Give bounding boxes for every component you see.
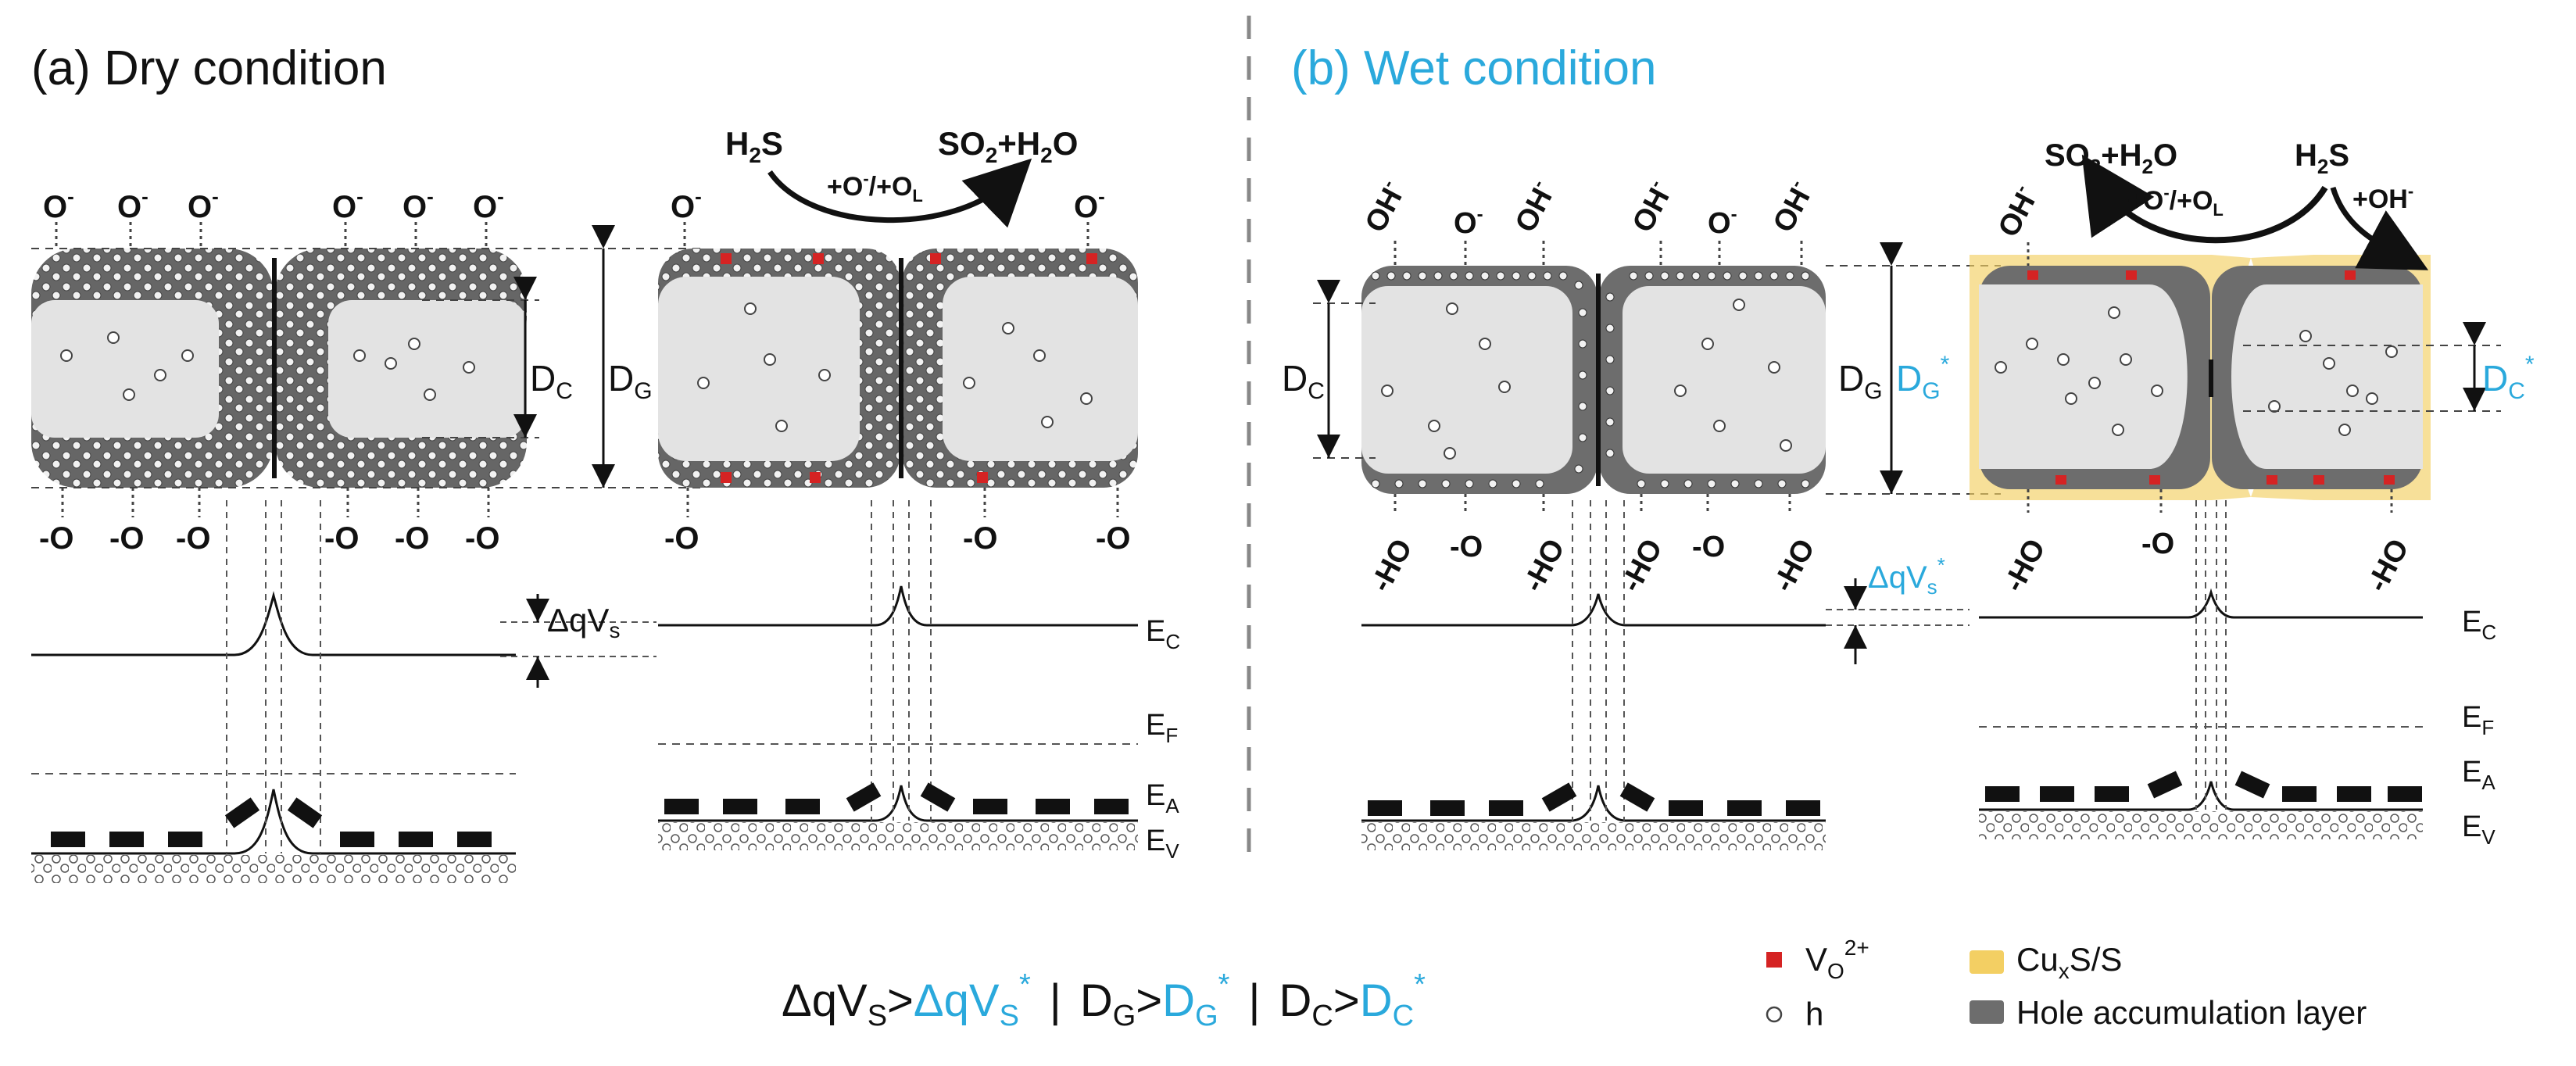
wet-grains-right [1970, 255, 2431, 500]
cuxs-legend-label: CuxS/S [2016, 941, 2122, 983]
dry-adsorbed-oxygen-bottom: -O -O -O -O -O -O [39, 521, 499, 556]
svg-text:-O: -O [1450, 531, 1483, 563]
dry-band-labels: EC EF EA EV [1146, 615, 1180, 863]
dg-label: DG [608, 358, 653, 404]
svg-text:OH-: OH- [1356, 176, 1411, 238]
svg-text:EV: EV [2462, 810, 2496, 849]
wet-band-labels: EC EF EA EV [2462, 606, 2496, 849]
svg-text:-O: -O [39, 521, 73, 556]
dry-grains-right [658, 249, 1138, 488]
dry-grains-left [31, 249, 527, 488]
dry-band-diagram-1 [31, 500, 516, 883]
svg-text:O-: O- [332, 184, 363, 224]
cuxs-legend-swatch [1970, 950, 2004, 974]
dry-adsorbed-oxygen-top: O- O- O- O- O- O- [43, 184, 504, 224]
hole-legend-label: h [1805, 996, 1823, 1032]
svg-text:OH-: OH- [1989, 181, 2045, 242]
svg-text:O-: O- [1708, 204, 1737, 240]
dry-band-diagram-2 [658, 500, 1138, 850]
svg-text:-HO: -HO [1517, 534, 1572, 597]
wet-band-diagram-1 [1361, 500, 1826, 850]
dqvs-label: ΔqVs [547, 602, 620, 642]
hydroxyl-label: +OH- [2352, 181, 2413, 214]
svg-text:-O: -O [324, 521, 359, 556]
legend: VO2+ h CuxS/S Hole accumulation layer [1766, 935, 2367, 1032]
svg-text:-HO: -HO [1998, 534, 2052, 597]
products-label-wet: SO2+H2O [2045, 138, 2177, 178]
reaction-arrow-dry [767, 158, 1032, 228]
svg-text:-O: -O [963, 521, 997, 556]
svg-text:EC: EC [1146, 615, 1180, 653]
svg-text:EV: EV [1146, 825, 1179, 863]
h2s-label-wet: H2S [2295, 138, 2349, 178]
svg-text:-O: -O [1096, 521, 1130, 556]
svg-text:EC: EC [2462, 606, 2496, 644]
svg-text:-O: -O [465, 521, 499, 556]
dc-label-wet: DC [1282, 358, 1325, 404]
svg-text:-HO: -HO [2361, 534, 2416, 597]
vacancy-legend-swatch [1766, 952, 1782, 968]
svg-text:-O: -O [1692, 531, 1725, 563]
dg-star-label: DG* [1896, 352, 1950, 404]
svg-text:O-: O- [188, 184, 219, 224]
dc-label: DC [530, 358, 573, 404]
svg-text:-O: -O [109, 521, 144, 556]
svg-text:-O: -O [2141, 528, 2174, 560]
svg-text:O-: O- [671, 184, 702, 224]
svg-text:-HO: -HO [1767, 534, 1822, 597]
reaction-arrow-wet [2081, 154, 2328, 244]
svg-text:-O: -O [176, 521, 210, 556]
dry-dimension-lines [31, 248, 703, 488]
svg-text:OH-: OH- [1623, 176, 1679, 238]
svg-text:EA: EA [2462, 756, 2496, 794]
wet-grains-left [1361, 266, 1826, 494]
svg-text:O-: O- [43, 184, 74, 224]
hydroxyl-arrow [2330, 186, 2429, 270]
vacancy-legend-label: VO2+ [1805, 935, 1869, 983]
svg-text:-HO: -HO [1365, 534, 1419, 597]
svg-text:-O: -O [664, 521, 699, 556]
svg-text:-HO: -HO [1615, 534, 1669, 597]
dg-label-wet: DG [1838, 358, 1883, 404]
products-label-dry: SO2+H2O [938, 125, 1078, 167]
svg-text:OH-: OH- [1764, 176, 1819, 238]
svg-text:EA: EA [1146, 779, 1179, 817]
hole-layer-legend-label: Hole accumulation layer [2016, 994, 2367, 1031]
svg-text:EF: EF [2462, 701, 2494, 739]
svg-text:-O: -O [395, 521, 429, 556]
svg-text:O-: O- [402, 184, 434, 224]
dqvs-star-label: ΔqVs* [1868, 553, 1945, 599]
svg-text:O-: O- [1074, 184, 1105, 224]
dc-star-label: DC* [2482, 352, 2535, 404]
svg-text:O-: O- [117, 184, 148, 224]
panel-b-title: (b) Wet condition [1291, 41, 1657, 95]
comparison-formula: ΔqVS>ΔqVS*|DG>DG*|DC>DC* [782, 968, 1426, 1032]
h2s-label-dry: H2S [725, 125, 783, 167]
wet-adsorbed-species-top: OH- O- OH- OH- O- OH- [1356, 176, 1819, 240]
svg-text:O-: O- [473, 184, 504, 224]
oxidant-label-wet: +O-/+OL [2127, 183, 2224, 220]
svg-text:OH-: OH- [1506, 176, 1562, 238]
hole-layer-legend-swatch [1970, 1000, 2004, 1024]
svg-text:EF: EF [1146, 709, 1178, 747]
oxidant-label-dry: +O-/+OL [827, 169, 923, 206]
svg-text:O-: O- [1454, 204, 1483, 240]
wet-band-diagram-2 [1979, 500, 2423, 839]
panel-a-title: (a) Dry condition [31, 41, 387, 95]
wet-adsorbed-species-bottom: -HO -O -HO -HO -O -HO [1365, 531, 1822, 597]
hole-legend-symbol [1766, 1006, 1783, 1023]
